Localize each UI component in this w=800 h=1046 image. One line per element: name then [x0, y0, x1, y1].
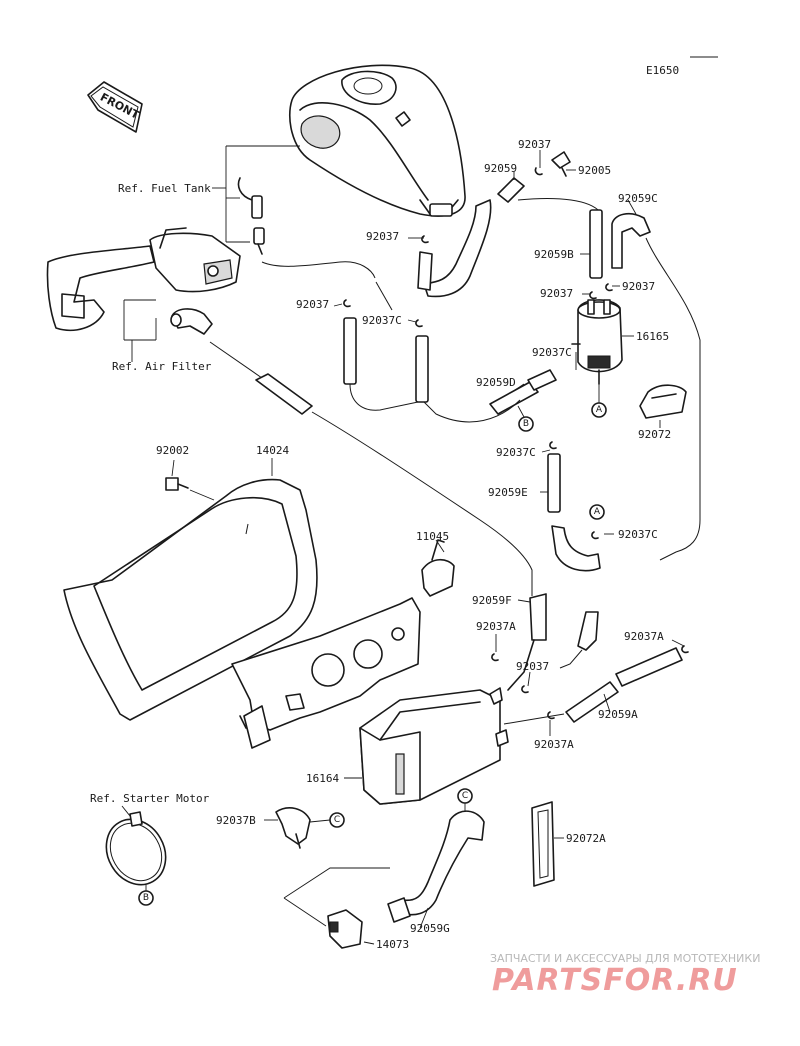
hose-92059-top [497, 177, 525, 203]
fuel-tank [288, 64, 466, 217]
bracket-11045 [231, 539, 455, 749]
clip-92037-filter-right [605, 283, 613, 292]
clip-92037A-right [681, 645, 689, 654]
hose-92059B [589, 209, 603, 279]
hose-92059C [611, 212, 651, 269]
label-92037-canister: 92037 [516, 660, 549, 673]
svg-text:A: A [594, 507, 601, 517]
label-92072A: 92072A [566, 832, 606, 845]
strap-92072A [531, 801, 555, 887]
svg-text:C: C [334, 815, 340, 825]
svg-text:A: A [596, 405, 603, 415]
vent-line-right [645, 237, 701, 561]
hose-mid-right [415, 335, 521, 423]
label-92037B: 92037B [216, 814, 256, 827]
label-92059E: 92059E [488, 486, 528, 499]
front-arrow-icon: FRONT [87, 81, 143, 133]
label-92037-tank-left: 92037 [366, 230, 399, 243]
label-92002: 92002 [156, 444, 189, 457]
strap-92072 [639, 384, 687, 419]
connector-c-left: C [329, 812, 345, 828]
label-92037C-lower: 92037C [496, 446, 536, 459]
starter-motor-band [105, 811, 167, 886]
connector-a-top: A [591, 402, 607, 418]
air-filter-elbow-hose [170, 308, 213, 335]
label-92037C-mid: 92037C [362, 314, 402, 327]
clip-92037-top [534, 167, 543, 176]
fitting-92005 [551, 151, 571, 177]
svg-text:B: B [523, 419, 529, 429]
inline-hose-segment [255, 373, 313, 415]
clip-92037-canister [521, 685, 529, 694]
clip-92037A-bottom [547, 711, 555, 720]
label-92037C-A: 92037C [618, 528, 658, 541]
canister-16164 [359, 687, 509, 805]
hose-92059E [547, 453, 601, 572]
label-92037-tank-top: 92037 [518, 138, 551, 151]
label-92037-filter-right: 92037 [622, 280, 655, 293]
label-92037C-filter: 92037C [532, 346, 572, 359]
clip-92037C-lower [549, 441, 557, 450]
fitting-14073 [327, 909, 363, 949]
connector-a-lower: A [589, 504, 605, 520]
label-92059C: 92059C [618, 192, 658, 205]
connector-b-top: B [518, 416, 534, 432]
hose-mid-left [343, 317, 419, 411]
label-92059-top: 92059 [484, 162, 517, 175]
connector-b-lower: B [138, 890, 154, 906]
fuel-filter-16165 [571, 299, 623, 385]
ref-starter-motor: Ref. Starter Motor [90, 792, 210, 805]
label-92037-filter-left: 92037 [540, 287, 573, 300]
clamp-92037B [275, 807, 311, 849]
label-92059D: 92059D [476, 376, 516, 389]
canister-label-icon [395, 753, 405, 795]
label-92005: 92005 [578, 164, 611, 177]
connector-c-right: C [457, 788, 473, 804]
hose-92059G [387, 810, 485, 923]
clip-92037-tank [421, 235, 429, 244]
label-14024: 14024 [256, 444, 289, 457]
hose-92059A [565, 647, 683, 723]
ref-fuel-tank: Ref. Fuel Tank [118, 182, 211, 195]
label-92037A-right: 92037A [624, 630, 664, 643]
tank-emblem-icon [300, 115, 341, 149]
label-92072: 92072 [638, 428, 671, 441]
label-92037-mid: 92037 [296, 298, 329, 311]
label-92059F: 92059F [472, 594, 512, 607]
label-16164: 16164 [306, 772, 339, 785]
label-92037A-left: 92037A [476, 620, 516, 633]
watermark-logo: PARTSFOR.RU [492, 963, 738, 998]
svg-text:B: B [143, 893, 149, 903]
clip-92037-filter-left [589, 291, 597, 300]
label-16165: 16165 [636, 330, 669, 343]
clip-92037A-left [491, 653, 499, 662]
clip-92037C-mid [415, 319, 423, 328]
air-filter-housing [46, 227, 241, 332]
tank-vent-hose [237, 177, 376, 279]
watermark-tagline: ЗАПЧАСТИ И АКСЕССУАРЫ ДЛЯ МОТОТЕХНИКИ [490, 952, 760, 965]
ref-air-filter: Ref. Air Filter [112, 360, 212, 373]
lead-14073 [283, 867, 390, 899]
clip-92037C-A [591, 531, 599, 540]
bolt-92002 [165, 477, 189, 491]
label-92059G: 92059G [410, 922, 450, 935]
svg-text:C: C [462, 791, 468, 801]
clip-92037-mid [343, 299, 351, 308]
tank-filler-cap-icon [341, 70, 397, 105]
vent-line-a [209, 341, 263, 379]
diagram-code: E1650 [646, 64, 679, 77]
label-92059A: 92059A [598, 708, 638, 721]
hose-right-upper [577, 611, 599, 651]
label-92059B: 92059B [534, 248, 574, 261]
label-11045: 11045 [416, 530, 449, 543]
vent-line-b [517, 198, 601, 213]
hose-92059F [507, 593, 547, 691]
side-cover-14024 [63, 478, 318, 721]
label-92037A-bottom: 92037A [534, 738, 574, 751]
hose-elbow-tank [417, 199, 492, 298]
label-14073: 14073 [376, 938, 409, 951]
